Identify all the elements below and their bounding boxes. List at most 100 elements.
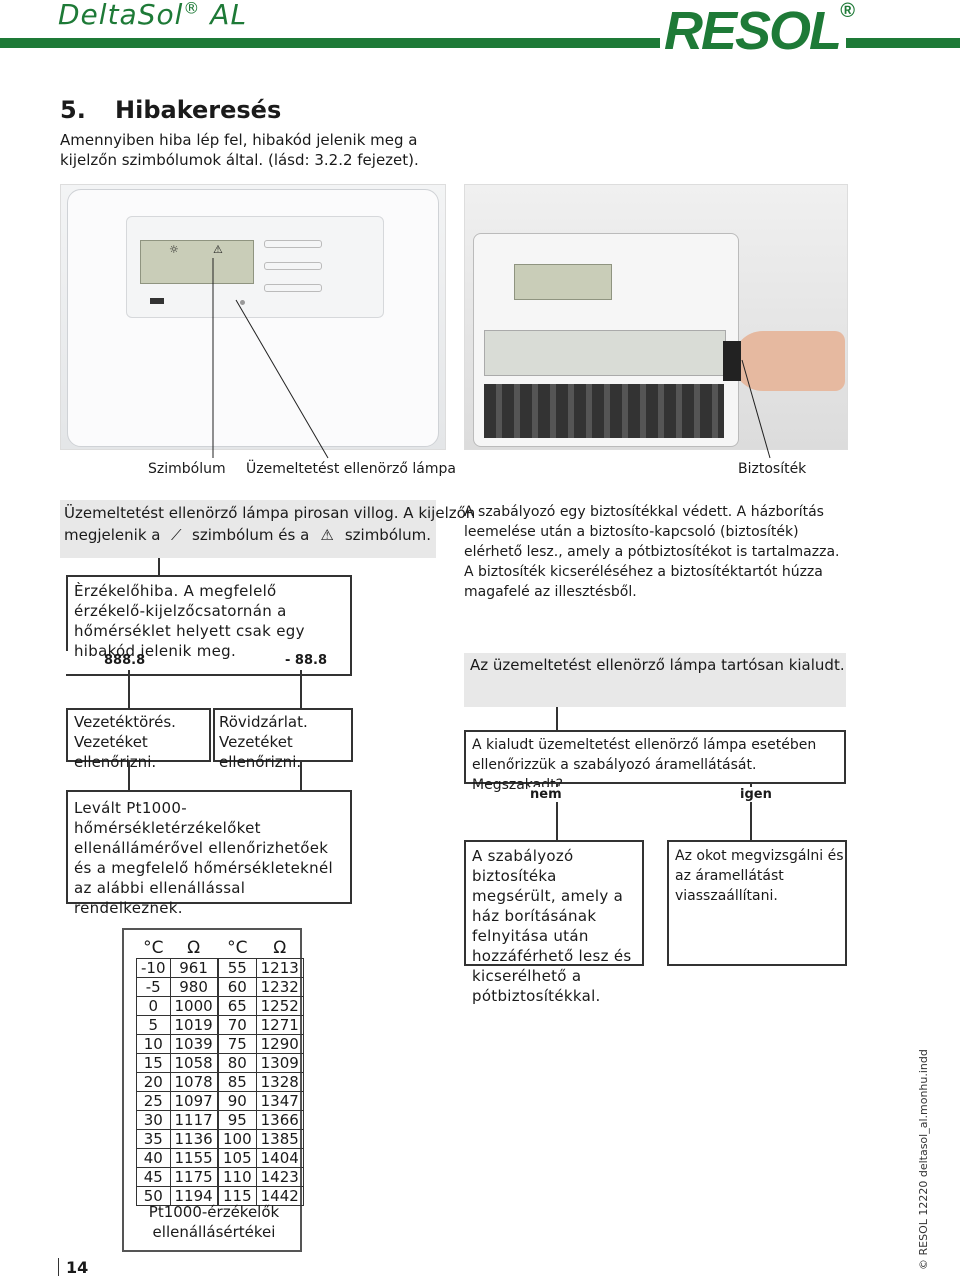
- temperature-cell: 55: [218, 958, 257, 978]
- resistance-cell: 1117: [169, 1110, 218, 1130]
- temperature-cell: 50: [136, 1186, 171, 1206]
- mode-switch: [150, 298, 164, 304]
- header-bar: [0, 38, 660, 48]
- code-open: 888.8: [104, 653, 146, 668]
- resistance-cell: 1232: [255, 977, 304, 997]
- intro-text: Amennyiben hiba lép fel, hibakód jelenik…: [60, 131, 419, 169]
- lcd-display: ☼ ⚠: [140, 240, 254, 284]
- resistance-cell: 1309: [255, 1053, 304, 1073]
- sensor-fault-box: Èrzékelőhiba. A megfelelő érzékelő-kijel…: [66, 575, 352, 660]
- temperature-cell: 20: [136, 1072, 171, 1092]
- pt1000-note-box: Levált Pt1000-hőmérsékletérzékelőket ell…: [66, 790, 352, 917]
- temperature-cell: 35: [136, 1129, 171, 1149]
- temperature-cell: -10: [136, 958, 171, 978]
- resistance-cell: 1078: [169, 1072, 218, 1092]
- caption-fuse: Biztosíték: [738, 461, 807, 477]
- resistance-cell: 1019: [169, 1015, 218, 1035]
- fuse-holder: [723, 341, 741, 381]
- temperature-cell: 30: [136, 1110, 171, 1130]
- temperature-cell: 115: [218, 1186, 257, 1206]
- open-housing: [473, 233, 739, 447]
- temperature-cell: 65: [218, 996, 257, 1016]
- temperature-cell: 60: [218, 977, 257, 997]
- temperature-cell: 10: [136, 1034, 171, 1054]
- controller-photo: ☼ ⚠: [60, 184, 446, 450]
- resistance-cell: 1290: [255, 1034, 304, 1054]
- temperature-cell: 110: [218, 1167, 257, 1187]
- table-caption: Pt1000-érzékelők ellenállásértékei: [148, 1203, 280, 1241]
- resistance-cell: 961: [169, 958, 218, 978]
- resistance-cell: 1328: [255, 1072, 304, 1092]
- resistance-cell: 1347: [255, 1091, 304, 1111]
- wire-break-box: Vezetéktörés. Vezetéket ellenőrizni.: [66, 708, 211, 771]
- header-bar-right: [846, 38, 960, 48]
- resistance-cell: 1136: [169, 1129, 218, 1149]
- resistance-cell: 1194: [169, 1186, 218, 1206]
- temperature-cell: 70: [218, 1015, 257, 1035]
- resistance-cell: 1097: [169, 1091, 218, 1111]
- red-lamp-box: Üzemeltetést ellenörző lámpa pirosan vil…: [60, 500, 475, 558]
- resistance-cell: 1404: [255, 1148, 304, 1168]
- warning-icon: ⚠: [213, 243, 223, 256]
- answer-yes: igen: [740, 787, 772, 802]
- temperature-cell: 95: [218, 1110, 257, 1130]
- resistance-cell: 1252: [255, 996, 304, 1016]
- temperature-cell: 25: [136, 1091, 171, 1111]
- status-lamp: [240, 300, 245, 305]
- product-title: DeltaSol® AL: [58, 0, 248, 31]
- side-footer: © RESOL 12220 deltasol_al.monhu.indd: [917, 1049, 930, 1270]
- answer-no: nem: [530, 787, 562, 802]
- callout-lines: [212, 258, 771, 459]
- code-short: - 88.8: [285, 653, 327, 668]
- temperature-cell: 90: [218, 1091, 257, 1111]
- section-heading: 5.Hibakeresés: [60, 96, 282, 124]
- open-controller-photo: [464, 184, 848, 450]
- yes-action-box: Az okot megvizsgálni és az áramellátást …: [667, 840, 847, 966]
- resistance-cell: 1155: [169, 1148, 218, 1168]
- caption-lamp: Üzemeltetést ellenörző lámpa: [246, 461, 456, 477]
- resistance-cell: 1000: [169, 996, 218, 1016]
- red-lamp-line1: Üzemeltetést ellenörző lámpa pirosan vil…: [64, 504, 476, 522]
- resistance-cell: 1213: [255, 958, 304, 978]
- resistance-cell: 1423: [255, 1167, 304, 1187]
- controller-housing: ☼ ⚠: [67, 189, 439, 447]
- resistance-cell: 1271: [255, 1015, 304, 1035]
- fuse-text: A szabályozó egy biztosítékkal védett. A…: [464, 504, 840, 600]
- circuit-board: [484, 330, 726, 376]
- resistance-cell: 1058: [169, 1053, 218, 1073]
- temperature-cell: 100: [218, 1129, 257, 1149]
- no-action-box: A szabályozó biztosítéka megsérült, amel…: [464, 840, 644, 1005]
- temperature-cell: 75: [218, 1034, 257, 1054]
- resistance-cell: 980: [169, 977, 218, 997]
- temperature-cell: 5: [136, 1015, 171, 1035]
- red-lamp-line2: megjelenik a ⟋ szimbólum és a ⚠ szimbólu…: [64, 526, 432, 544]
- hand: [733, 331, 845, 391]
- temperature-cell: 105: [218, 1148, 257, 1168]
- resistance-cell: 1385: [255, 1129, 304, 1149]
- resistance-cell: 1039: [169, 1034, 218, 1054]
- sun-icon: ☼: [169, 243, 179, 256]
- lamp-off-box: Az üzemeltetést ellenörző lámpa tartósan…: [464, 653, 846, 707]
- temperature-cell: 40: [136, 1148, 171, 1168]
- resistance-cell: 1442: [255, 1186, 304, 1206]
- temperature-cell: 85: [218, 1072, 257, 1092]
